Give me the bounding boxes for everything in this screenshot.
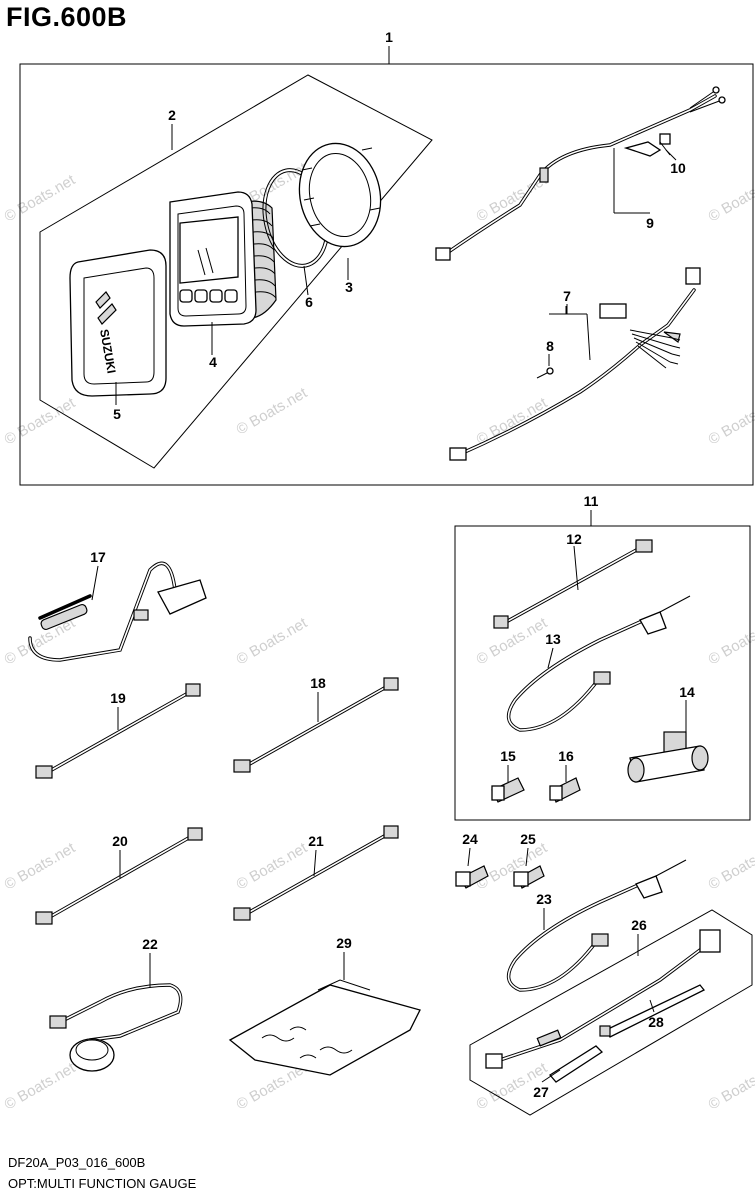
callout-10: 10 bbox=[670, 160, 686, 176]
callout-15: 15 bbox=[500, 748, 516, 764]
watermark: © Boats.net bbox=[2, 1059, 79, 1113]
callout-18: 18 bbox=[310, 675, 326, 691]
figure-title: FIG.600B bbox=[6, 2, 128, 32]
harness-part-26 bbox=[485, 929, 721, 1069]
callout-2: 2 bbox=[168, 107, 176, 123]
callout-5: 5 bbox=[113, 406, 121, 422]
callout-numbers: 1 2 3 4 5 6 7 8 9 10 11 12 13 14 15 16 1… bbox=[90, 29, 695, 1100]
watermark: © Boats.net bbox=[706, 171, 755, 225]
callout-9: 9 bbox=[646, 215, 654, 231]
callout-16: 16 bbox=[558, 748, 574, 764]
callout-26: 26 bbox=[631, 917, 647, 933]
watermark: © Boats.net bbox=[2, 171, 79, 225]
callout-3: 3 bbox=[345, 279, 353, 295]
watermark: © Boats.net bbox=[706, 1059, 755, 1113]
backbone-cable-part-12 bbox=[493, 539, 653, 629]
screw-part-8 bbox=[536, 367, 554, 379]
strap-part-28 bbox=[599, 984, 706, 1038]
callout-25: 25 bbox=[520, 831, 536, 847]
extension-cable-part-18 bbox=[233, 677, 399, 773]
callout-4: 4 bbox=[209, 354, 217, 370]
callout-11: 11 bbox=[584, 493, 599, 509]
figure-code: DF20A_P03_016_600B bbox=[8, 1155, 146, 1170]
watermark: © Boats.net bbox=[2, 394, 79, 448]
callout-13: 13 bbox=[545, 631, 561, 647]
watermark: © Boats.net bbox=[706, 614, 755, 668]
callout-28: 28 bbox=[648, 1014, 664, 1030]
leader-line bbox=[586, 313, 591, 361]
callout-22: 22 bbox=[142, 936, 158, 952]
extension-cable-part-21 bbox=[233, 825, 399, 921]
clamp-part-10 bbox=[623, 133, 671, 157]
sensor-part-22 bbox=[49, 983, 183, 1072]
watermark: © Boats.net bbox=[234, 614, 311, 668]
terminator-part-15 bbox=[491, 777, 525, 803]
callout-17: 17 bbox=[90, 549, 106, 565]
watermark: © Boats.net bbox=[2, 839, 79, 893]
bag-part-29 bbox=[228, 979, 421, 1076]
sensor-cable-part-17 bbox=[28, 561, 207, 662]
callout-21: 21 bbox=[308, 833, 324, 849]
terminator-part-25 bbox=[513, 865, 545, 889]
assembly-1-frame bbox=[19, 46, 754, 486]
kit-11-frame bbox=[454, 510, 751, 821]
callout-1: 1 bbox=[385, 29, 393, 45]
callout-12: 12 bbox=[566, 531, 582, 547]
callout-8: 8 bbox=[546, 338, 554, 354]
terminator-part-24 bbox=[455, 865, 489, 889]
watermark: © Boats.net bbox=[474, 394, 551, 448]
figure-caption: OPT:MULTI FUNCTION GAUGE bbox=[8, 1176, 197, 1191]
callout-20: 20 bbox=[112, 833, 128, 849]
watermark: © Boats.net bbox=[706, 394, 755, 448]
watermark: © Boats.net bbox=[234, 384, 311, 438]
power-cable-part-13 bbox=[506, 595, 691, 732]
callout-24: 24 bbox=[462, 831, 478, 847]
callout-29: 29 bbox=[336, 935, 352, 951]
harness-part-9 bbox=[435, 86, 726, 261]
clip-part-27 bbox=[549, 1045, 604, 1083]
callout-27: 27 bbox=[533, 1084, 549, 1100]
t-connector-part-14 bbox=[627, 731, 709, 783]
harness-part-7 bbox=[449, 267, 701, 461]
extension-cable-part-19 bbox=[35, 683, 201, 779]
watermark: © Boats.net bbox=[706, 839, 755, 893]
callout-14: 14 bbox=[679, 684, 695, 700]
watermark: © Boats.net bbox=[474, 614, 551, 668]
terminator-part-16 bbox=[549, 777, 581, 803]
power-cable-part-23 bbox=[506, 859, 687, 992]
mounting-nut-part-3 bbox=[298, 142, 382, 248]
gauge-cover-part-5: SUZUKI bbox=[69, 249, 167, 397]
kit-26-frame bbox=[469, 909, 753, 1116]
callout-19: 19 bbox=[110, 690, 126, 706]
callout-23: 23 bbox=[536, 891, 552, 907]
leader-lines bbox=[91, 124, 687, 1083]
callout-6: 6 bbox=[305, 294, 313, 310]
callout-7: 7 bbox=[563, 288, 571, 304]
gauge-unit-part-4 bbox=[169, 191, 277, 327]
